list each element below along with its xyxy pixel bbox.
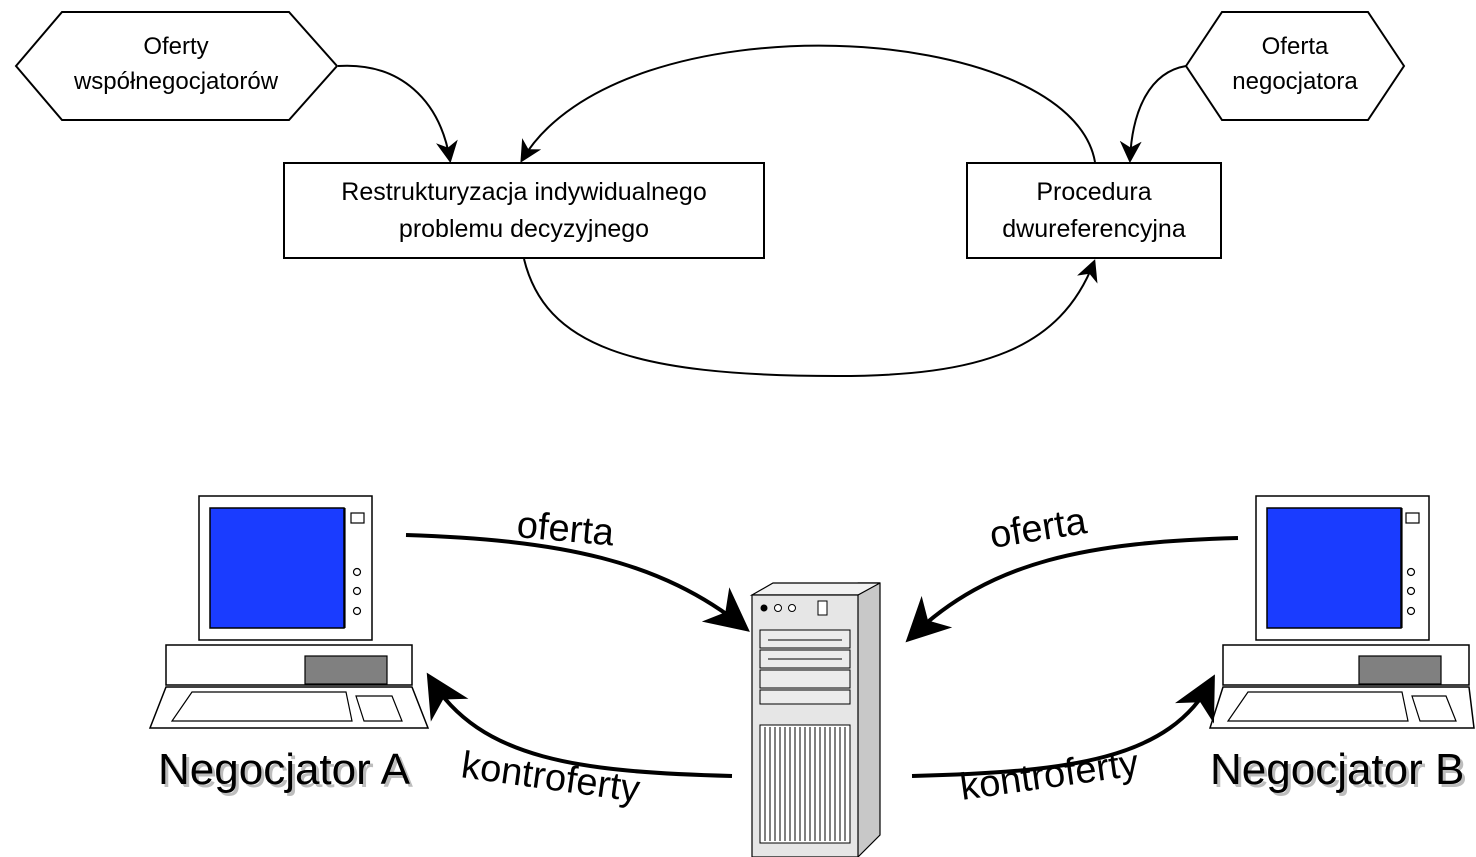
- edge-input-b-to-process-b: [1119, 65, 1187, 164]
- label-negotiator-a-shadow: Negocjator A: [161, 748, 414, 797]
- edge-process-a-to-process-b: [523, 258, 1098, 378]
- label-negotiator-b-shadow: Negocjator B: [1213, 748, 1467, 797]
- arrow-offer-from-a: [405, 533, 750, 632]
- label-offer-right: oferta: [987, 500, 1090, 557]
- server-icon: [749, 582, 881, 857]
- input-hexagon-negotiator-offer: Oferta negocjatora: [1184, 11, 1406, 121]
- input-b-line2: negocjatora: [1232, 68, 1358, 95]
- arrow-offer-from-b: [905, 536, 1239, 643]
- input-b-line1: Oferta: [1262, 33, 1329, 60]
- drive-b: [1358, 655, 1442, 685]
- edge-input-a-to-process-a: [337, 64, 458, 164]
- arrow-counteroffers-to-a: [426, 672, 733, 778]
- label-offer-left: oferta: [515, 504, 616, 554]
- process-a-line1: Restrukturyzacja indywidualnego: [341, 178, 706, 206]
- screen-a: [209, 507, 345, 629]
- label-counteroffers-left: kontroferty: [459, 744, 643, 811]
- arrow-counteroffers-to-b: [911, 674, 1215, 778]
- input-a-line1: Oferty: [143, 33, 208, 60]
- computer-a-icon: [148, 495, 430, 729]
- label-negotiator-a: Negocjator A: [158, 745, 411, 794]
- label-counteroffers-right: kontroferty: [957, 742, 1141, 809]
- process-a-line2: problemu decyzyjnego: [399, 215, 649, 243]
- process-box-dual-reference-procedure: Procedura dwureferencyjna: [966, 162, 1222, 259]
- edge-process-b-to-process-a: [520, 44, 1096, 163]
- process-b-line2: dwureferencyjna: [1002, 215, 1186, 243]
- process-box-restructuring: Restrukturyzacja indywidualnego problemu…: [283, 162, 765, 259]
- input-hexagon-offers-co-negotiators: Oferty współnegocjatorów: [14, 11, 339, 121]
- drive-a: [304, 655, 388, 685]
- computer-b-icon: [1208, 495, 1475, 729]
- input-a-line2: współnegocjatorów: [73, 68, 279, 95]
- process-b-line1: Procedura: [1036, 178, 1151, 206]
- screen-b: [1266, 507, 1402, 629]
- label-negotiator-b: Negocjator B: [1210, 745, 1464, 794]
